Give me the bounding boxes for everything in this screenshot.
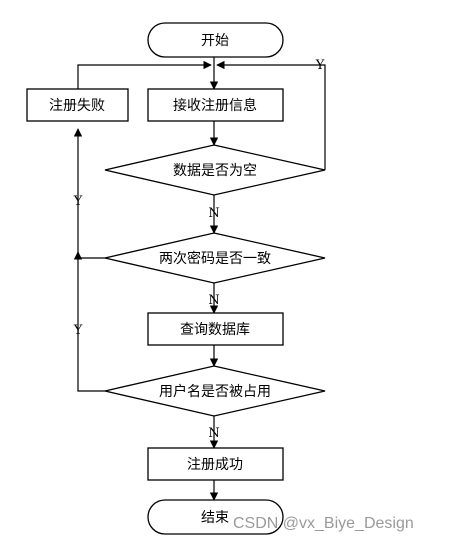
query-db-box xyxy=(147,312,284,346)
label-no-username: N xyxy=(208,426,219,441)
label-yes-username: Y xyxy=(73,323,83,338)
data-empty-diamond xyxy=(104,144,326,196)
node-username-taken-check: 用户名是否被占用 xyxy=(104,365,326,417)
node-data-empty-check: 数据是否为空 xyxy=(104,144,326,196)
start-terminator xyxy=(147,22,284,58)
register-success-label: 注册成功 xyxy=(187,457,243,473)
receive-info-box xyxy=(147,88,284,122)
watermark: CSDN @vx_Biye_Design xyxy=(233,515,414,532)
edge-fail-to-main xyxy=(77,60,212,89)
label-yes-password: Y xyxy=(73,194,83,209)
receive-info-label: 接收注册信息 xyxy=(173,97,257,114)
node-register-success: 注册成功 xyxy=(147,447,284,481)
register-success-box xyxy=(147,447,284,481)
edge-data-empty-yes-loop xyxy=(216,60,326,170)
node-password-match-check: 两次密码是否一致 xyxy=(104,232,326,284)
edge-username-yes-to-fail xyxy=(73,251,105,392)
label-yes-data-empty: Y xyxy=(315,58,325,73)
node-query-db: 查询数据库 xyxy=(147,312,284,346)
password-match-label: 两次密码是否一致 xyxy=(159,250,271,267)
edge-labels: Y N Y N Y N xyxy=(73,58,325,441)
end-label: 结束 xyxy=(201,510,229,526)
password-match-diamond xyxy=(104,232,326,284)
query-db-label: 查询数据库 xyxy=(180,322,250,338)
node-register-fail: 注册失败 xyxy=(26,88,129,122)
connectors xyxy=(73,57,326,501)
node-start: 开始 xyxy=(147,22,284,58)
end-terminator xyxy=(147,499,284,535)
node-receive-info: 接收注册信息 xyxy=(147,88,284,122)
data-empty-label: 数据是否为空 xyxy=(173,163,257,179)
username-taken-label: 用户名是否被占用 xyxy=(159,383,271,400)
username-taken-diamond xyxy=(104,365,326,417)
register-fail-label: 注册失败 xyxy=(49,98,105,114)
label-no-password: N xyxy=(208,293,219,308)
start-label: 开始 xyxy=(201,33,229,49)
node-end: 结束 xyxy=(147,499,284,535)
register-fail-box xyxy=(26,88,129,122)
label-no-data-empty: N xyxy=(208,206,219,221)
